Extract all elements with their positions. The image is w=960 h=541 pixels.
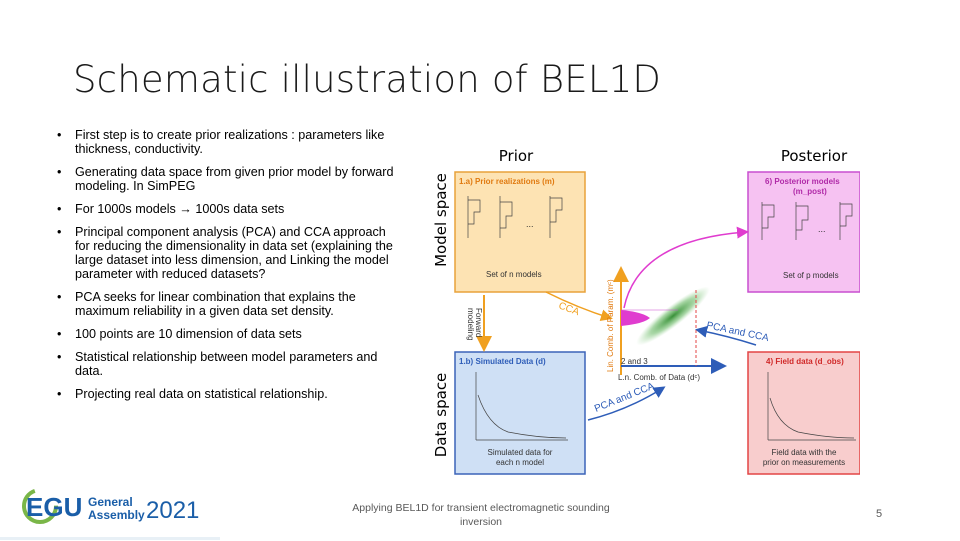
bullet-item: PCA seeks for linear combination that ex… [55, 290, 400, 318]
field-data-box: 4) Field data (d_obs) Field data with th… [747, 351, 860, 475]
ellipsis-text: ... [818, 224, 826, 234]
prior-column-header: Prior [499, 147, 534, 165]
posterior-models-title: 6) Posterior models [765, 177, 840, 186]
model-space-label: Model space [432, 173, 450, 267]
simulated-data-title: 1.b) Simulated Data (d) [459, 357, 546, 366]
posterior-column-header: Posterior [781, 147, 848, 165]
logo-ring-icon [22, 488, 58, 524]
bullet-item: Generating data space from given prior m… [55, 165, 400, 193]
simulated-data-box: 1.b) Simulated Data (d) Simulated data f… [454, 351, 586, 475]
logo-line2: Assembly [88, 508, 145, 522]
step-label: 2 and 3 [621, 357, 648, 366]
egu-general-assembly-logo: EGU General Assembly 2021 [18, 484, 218, 536]
data-space-label: Data space [432, 373, 450, 458]
bullet-item: For 1000s models → 1000s data sets [55, 202, 400, 216]
egu-logo-graphic: EGU General Assembly 2021 [22, 488, 199, 524]
pca-cca-lower-arrow [587, 386, 666, 421]
posterior-models-caption: Set of p models [783, 271, 839, 280]
ellipsis-text: ... [526, 219, 534, 229]
logo-letters: EGU [26, 492, 82, 522]
logo-line1: General [88, 495, 133, 509]
posterior-distribution-curve [621, 310, 650, 326]
field-data-caption-line2: prior on measurements [763, 458, 845, 467]
footer-rule [0, 537, 220, 540]
simulated-data-caption-line2: each n model [496, 458, 544, 467]
prior-realizations-caption: Set of n models [486, 270, 542, 279]
forward-modeling-label-line2: modeling [466, 308, 475, 340]
pca-cca-upper-arrow [695, 325, 757, 346]
pca-cca-upper-label: PCA and CCA [705, 320, 770, 344]
simulated-data-caption-line1: Simulated data for [488, 448, 553, 457]
prior-realizations-title: 1.a) Prior realizations (m) [459, 177, 555, 186]
bullet-item: Principal component analysis (PCA) and C… [55, 225, 400, 281]
canonical-x-axis-label: L.n. Comb. of Data (dᶜ) [618, 373, 700, 382]
bullet-item: 100 points are 10 dimension of data sets [55, 327, 400, 341]
posterior-models-subtitle: (m_post) [793, 187, 827, 196]
canonical-correlation-cloud [636, 286, 710, 346]
page-number: 5 [876, 508, 883, 520]
bel1d-schematic-figure: Prior Posterior Model space Data space 1… [432, 147, 860, 475]
field-data-caption-line1: Field data with the [772, 448, 837, 457]
slide-title: Schematic illustration of BEL1D [73, 58, 662, 101]
field-data-title: 4) Field data (d_obs) [766, 357, 844, 366]
logo-year: 2021 [146, 497, 199, 524]
posterior-models-box: 6) Posterior models (m_post) ... Set of … [747, 171, 860, 293]
footer-caption: Applying BEL1D for transient electromagn… [352, 502, 610, 528]
bullet-item: First step is to create prior realizatio… [55, 128, 400, 156]
cca-label: CCA [557, 300, 581, 318]
back-transform-arrow [623, 226, 749, 309]
canonical-y-axis-label: Lin. Comb. of Param. (mᶜ) [606, 279, 615, 372]
bullet-list: First step is to create prior realizatio… [55, 128, 400, 410]
bullet-item: Projecting real data on statistical rela… [55, 387, 400, 401]
forward-modeling-label-line1: Forward [474, 308, 483, 337]
prior-realizations-box: 1.a) Prior realizations (m) ... Set of n… [454, 171, 586, 293]
cca-arrow [545, 291, 613, 322]
bullet-item: Statistical relationship between model p… [55, 350, 400, 378]
